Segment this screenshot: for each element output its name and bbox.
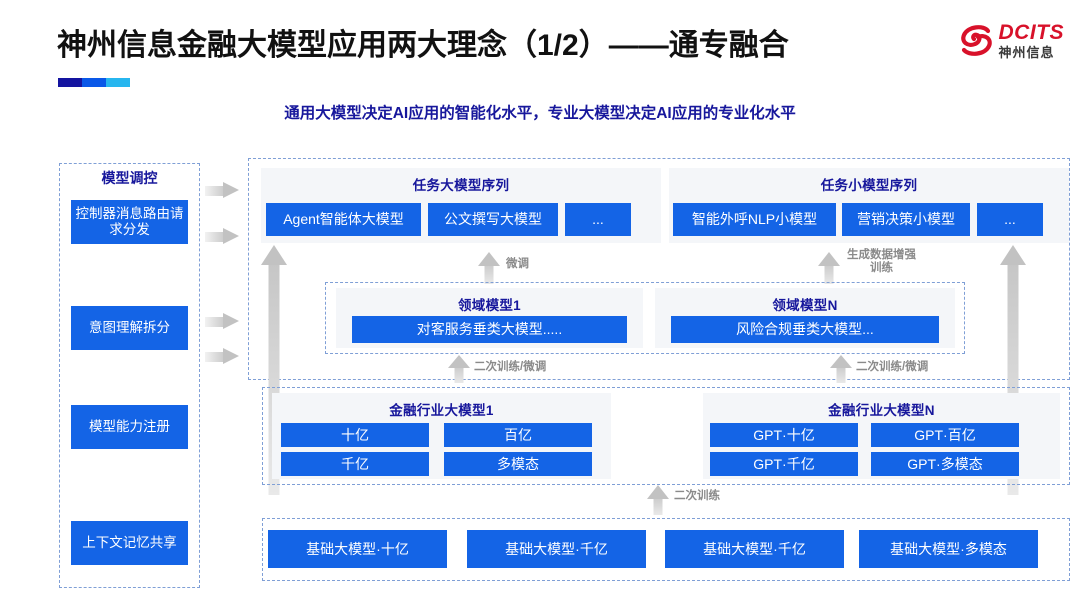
- domain-model-left-box[interactable]: 对客服务垂类大模型.....: [352, 316, 627, 343]
- accent-segment-1: [58, 78, 83, 87]
- task-domain-outer-container: [248, 158, 1070, 380]
- title-accent-rule: [58, 78, 130, 87]
- arrow-label-finetune: 微调: [506, 258, 529, 270]
- sidebar-item-intent-parsing[interactable]: 意图理解拆分: [71, 306, 188, 350]
- flow-arrow-up-retrain-left: [448, 355, 470, 383]
- sidebar-item-capability-registry[interactable]: 模型能力注册: [71, 405, 188, 449]
- logo-wordmark-cn: 神州信息: [998, 45, 1055, 60]
- domain-model-right-box[interactable]: 风险合规垂类大模型...: [671, 316, 939, 343]
- flow-arrow-up-retrain: [647, 485, 669, 515]
- task-small-model-box-2[interactable]: 营销决策小模型: [842, 203, 970, 236]
- flow-arrow-up-far-right: [1000, 245, 1026, 495]
- task-small-model-box-3[interactable]: ...: [977, 203, 1043, 236]
- base-model-box-4[interactable]: 基础大模型·多模态: [859, 530, 1038, 568]
- industry-model-left-box-1[interactable]: 十亿: [281, 423, 429, 447]
- industry-model-container: [262, 387, 1070, 485]
- industry-model-left-box-4[interactable]: 多模态: [444, 452, 592, 476]
- task-large-model-box-3[interactable]: ...: [565, 203, 631, 236]
- sidebar-title: 模型调控: [101, 170, 158, 186]
- industry-model-right-box-2[interactable]: GPT·百亿: [871, 423, 1019, 447]
- dcits-logo: DCITS 神州信息: [958, 22, 1065, 59]
- sidebar-item-context-memory[interactable]: 上下文记忆共享: [71, 521, 188, 565]
- flow-arrow-up-far-left: [261, 245, 287, 495]
- flow-arrow-up-finetune: [478, 252, 500, 284]
- accent-segment-2: [82, 78, 107, 87]
- arrow-label-retrain-finetune-left: 二次训练/微调: [474, 361, 547, 373]
- industry-model-right-box-3[interactable]: GPT·千亿: [710, 452, 858, 476]
- base-model-container: [262, 518, 1070, 581]
- page-title: 神州信息金融大模型应用两大理念（1/2）——通专融合: [57, 29, 789, 62]
- dcits-swirl-icon: [958, 23, 994, 59]
- flow-arrow-up-data-augmentation: [818, 252, 840, 284]
- base-model-box-1[interactable]: 基础大模型·十亿: [268, 530, 447, 568]
- base-model-box-3[interactable]: 基础大模型·千亿: [665, 530, 844, 568]
- accent-segment-3: [106, 78, 130, 87]
- flow-arrow-right-3: [205, 313, 239, 330]
- task-large-model-box-2[interactable]: 公文撰写大模型: [428, 203, 558, 236]
- domain-model-left-title: 领域模型1: [457, 298, 521, 313]
- arrow-label-retrain: 二次训练: [674, 490, 720, 502]
- task-small-model-title: 任务小模型序列: [820, 178, 918, 193]
- flow-arrow-right-2: [205, 228, 239, 245]
- sidebar-container: [59, 163, 200, 588]
- industry-model-right-box-4[interactable]: GPT·多模态: [871, 452, 1019, 476]
- arrow-label-retrain-finetune-right: 二次训练/微调: [856, 361, 929, 373]
- arrow-label-data-augmentation: 生成数据增强 训练: [847, 249, 916, 275]
- flow-arrow-right-4: [205, 348, 239, 365]
- sidebar-item-controller-routing[interactable]: 控制器消息路由请求分发: [71, 200, 188, 244]
- task-small-model-box-1[interactable]: 智能外呼NLP小模型: [673, 203, 836, 236]
- base-model-box-2[interactable]: 基础大模型·千亿: [467, 530, 646, 568]
- page-subtitle: 通用大模型决定AI应用的智能化水平，专业大模型决定AI应用的专业化水平: [284, 105, 796, 122]
- industry-model-right-title: 金融行业大模型N: [828, 403, 935, 418]
- logo-wordmark-en: DCITS: [998, 21, 1064, 44]
- industry-model-left-box-2[interactable]: 百亿: [444, 423, 592, 447]
- industry-model-right-box-1[interactable]: GPT·十亿: [710, 423, 858, 447]
- industry-model-left-title: 金融行业大模型1: [389, 403, 494, 418]
- task-large-model-title: 任务大模型序列: [412, 178, 510, 193]
- flow-arrow-right-1: [205, 182, 239, 199]
- industry-model-left-box-3[interactable]: 千亿: [281, 452, 429, 476]
- task-large-model-box-1[interactable]: Agent智能体大模型: [266, 203, 421, 236]
- domain-model-container: [325, 282, 965, 354]
- flow-arrow-up-retrain-right: [830, 355, 852, 383]
- domain-model-right-title: 领域模型N: [772, 298, 838, 313]
